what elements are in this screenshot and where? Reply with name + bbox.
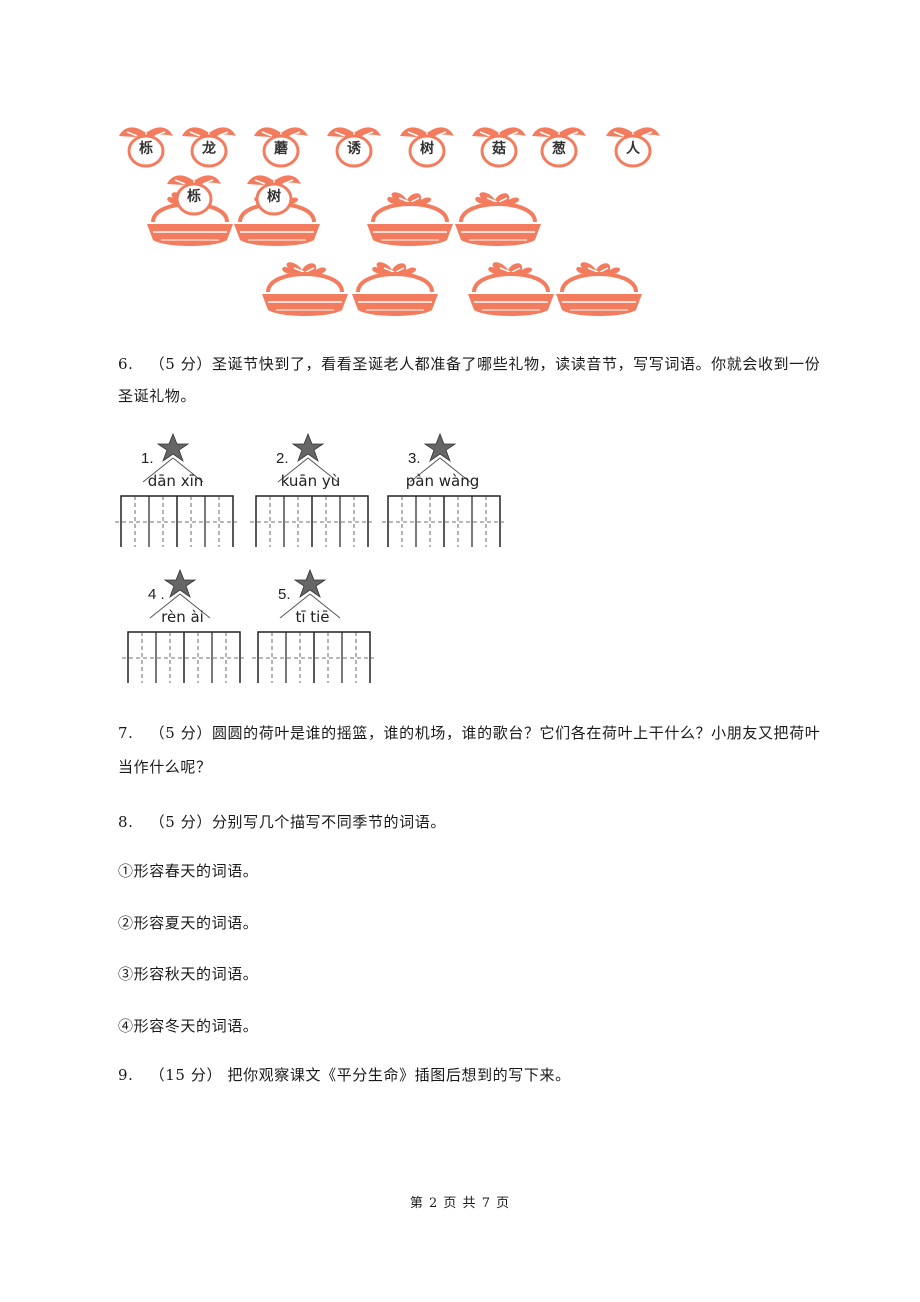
gift-pinyin: tī tiē — [295, 608, 330, 626]
q8-score: （5 分） — [149, 813, 212, 831]
q6-text-line1: 圣诞节快到了，看看圣诞老人都准备了哪些礼物，读读音节，写写词语。你就会收到一份 — [211, 355, 821, 373]
fruit-5: 树 — [398, 124, 456, 168]
q8-item-autumn: ③形容秋天的词语。 — [118, 965, 259, 983]
fruit-character: 树 — [267, 189, 281, 205]
q9-text: 把你观察课文《平分生命》插图后想到的写下来。 — [227, 1066, 571, 1084]
q7-score: （5 分） — [149, 724, 212, 742]
fruit-character: 树 — [420, 141, 434, 157]
question-7: 7. （5 分）圆圆的荷叶是谁的摇篮，谁的机场，谁的歌台？它们各在荷叶上干什么？… — [118, 718, 838, 749]
basket-6 — [350, 258, 440, 320]
gift-pinyin: pàn wàng — [405, 472, 480, 490]
basket-8 — [554, 258, 644, 320]
gift-box-2: 2. kuān yù — [248, 432, 373, 547]
basket-fruit-1: 栎 — [165, 172, 223, 216]
basket-5 — [260, 258, 350, 320]
gift-box-5: 5.tī tiē — [250, 568, 375, 683]
q7-number: 7. — [118, 724, 134, 742]
basket-7 — [466, 258, 556, 320]
fruit-7: 葱 — [530, 124, 588, 168]
q7-text-line2: 当作什么呢？ — [118, 758, 212, 776]
q8-item-summer: ②形容夏天的词语。 — [118, 914, 259, 932]
gift-number: 5. — [278, 586, 291, 603]
fruit-2: 龙 — [180, 124, 238, 168]
gift-number: 4 . — [148, 586, 165, 603]
q6-text-line2: 圣诞礼物。 — [118, 387, 197, 405]
fruit-character: 蘑 — [274, 141, 288, 157]
fruit-character: 龙 — [202, 141, 216, 157]
q7-text-line1: 圆圆的荷叶是谁的摇篮，谁的机场，谁的歌台？它们各在荷叶上干什么？小朋友又把荷叶 — [211, 724, 821, 742]
gift-number: 1. — [141, 450, 154, 467]
basket-3 — [365, 188, 455, 250]
basket-4 — [453, 188, 543, 250]
gift-number: 2. — [276, 450, 289, 467]
q8-item-spring: ①形容春天的词语。 — [118, 862, 259, 880]
question-9: 9. （15 分） 把你观察课文《平分生命》插图后想到的写下来。 — [118, 1060, 838, 1091]
fruit-character: 菇 — [492, 141, 506, 157]
gift-box-3: 3. pàn wàng — [380, 432, 505, 547]
q9-score: （15 分） — [149, 1066, 223, 1084]
page-footer: 第 2 页 共 7 页 — [409, 1196, 511, 1211]
fruit-3: 蘑 — [252, 124, 310, 168]
q9-number: 9. — [118, 1066, 134, 1084]
gift-pinyin: dān xīn — [147, 472, 204, 490]
q8-number: 8. — [118, 813, 134, 831]
fruit-1: 栎 — [117, 124, 175, 168]
fruit-character: 葱 — [552, 141, 566, 157]
fruit-4: 诱 — [325, 124, 383, 168]
fruit-character: 栎 — [139, 141, 153, 157]
basket-fruit-2: 树 — [245, 172, 303, 216]
gift-box-1: 1. dān xīn — [113, 432, 238, 547]
gift-pinyin: kuān yù — [280, 472, 341, 490]
q6-number: 6. — [118, 355, 134, 373]
gift-box-4: 4 . rèn ài — [120, 568, 245, 683]
q8-item-winter: ④形容冬天的词语。 — [118, 1017, 259, 1035]
q8-text: 分别写几个描写不同季节的词语。 — [211, 813, 446, 831]
fruit-character: 人 — [626, 141, 640, 157]
fruit-character: 栎 — [187, 189, 201, 205]
question-8: 8. （5 分）分别写几个描写不同季节的词语。 — [118, 807, 838, 838]
question-6: 6. （5 分）圣诞节快到了，看看圣诞老人都准备了哪些礼物，读读音节，写写词语。… — [118, 349, 838, 380]
gift-number: 3. — [408, 450, 421, 467]
q6-score: （5 分） — [149, 355, 212, 373]
fruit-8: 人 — [604, 124, 662, 168]
fruit-6: 菇 — [470, 124, 528, 168]
gift-pinyin: rèn ài — [161, 608, 204, 626]
fruit-character: 诱 — [347, 141, 361, 157]
